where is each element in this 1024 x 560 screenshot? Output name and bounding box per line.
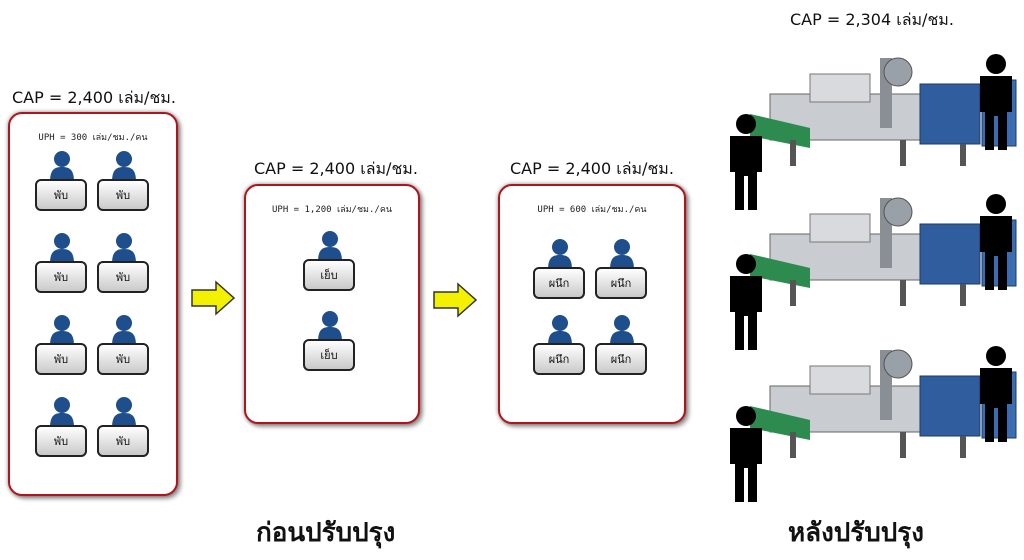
person-icon [318,231,342,262]
person-icon [112,233,136,264]
machine-icon [750,197,1017,306]
worker-figure: พับ [96,150,152,214]
person-icon [50,151,74,182]
worker-figure: พับ [96,396,152,460]
operator-right-icon [980,194,1012,290]
station-3-panel: UPH = 600 เล่ม/ชม./คน [498,184,686,424]
machine-station [720,332,1024,502]
person-icon [610,315,634,346]
worker-figure: ผนึก [594,314,650,378]
operator-left-icon [730,406,762,502]
task-label: พับ [97,261,149,293]
worker-figure: พับ [34,314,90,378]
worker-figure: พับ [34,150,90,214]
operator-right-icon [980,346,1012,442]
person-icon [112,397,136,428]
task-label: ผนึก [595,343,647,375]
task-label: พับ [97,425,149,457]
task-label: พับ [35,343,87,375]
machine-station [720,180,1024,350]
task-label: ผนึก [595,267,647,299]
task-label: เย็บ [303,259,355,291]
task-label: พับ [97,179,149,211]
task-label: พับ [35,425,87,457]
person-icon [610,239,634,270]
worker-figure: ผนึก [532,238,588,302]
station-1-uph: UPH = 300 เล่ม/ชม./คน [38,133,148,143]
station-2-capacity: CAP = 2,400 เล่ม/ชม. [254,159,418,178]
task-label: เย็บ [303,339,355,371]
worker-figure: พับ [34,396,90,460]
task-label: พับ [35,261,87,293]
arrow-right-icon [433,282,478,318]
operator-right-icon [980,54,1012,150]
task-label: พับ [97,343,149,375]
person-icon [112,151,136,182]
operator-left-icon [730,114,762,210]
task-label: ผนึก [533,343,585,375]
worker-figure: พับ [96,314,152,378]
person-icon [50,233,74,264]
worker-figure: ผนึก [532,314,588,378]
worker-figure: เย็บ [302,310,358,374]
person-icon [318,311,342,342]
task-label: พับ [35,179,87,211]
person-icon [548,315,572,346]
person-icon [50,315,74,346]
station-1-capacity: CAP = 2,400 เล่ม/ชม. [12,88,176,107]
person-icon [112,315,136,346]
before-caption: ก่อนปรับปรุง [256,518,396,548]
station-3-capacity: CAP = 2,400 เล่ม/ชม. [510,159,674,178]
worker-figure: เย็บ [302,230,358,294]
station-3-uph: UPH = 600 เล่ม/ชม./คน [537,205,647,215]
after-capacity: CAP = 2,304 เล่ม/ชม. [790,10,954,29]
station-2-panel: UPH = 1,200 เล่ม/ชม./คน [244,184,420,424]
task-label: ผนึก [533,267,585,299]
machine-station [720,40,1024,210]
worker-figure: ผนึก [594,238,650,302]
arrow-right-icon [191,280,236,316]
operator-left-icon [730,254,762,350]
person-icon [548,239,572,270]
after-caption: หลังปรับปรุง [788,518,924,548]
station-2-uph: UPH = 1,200 เล่ม/ชม./คน [271,205,392,215]
worker-figure: พับ [96,232,152,296]
worker-figure: พับ [34,232,90,296]
person-icon [50,397,74,428]
